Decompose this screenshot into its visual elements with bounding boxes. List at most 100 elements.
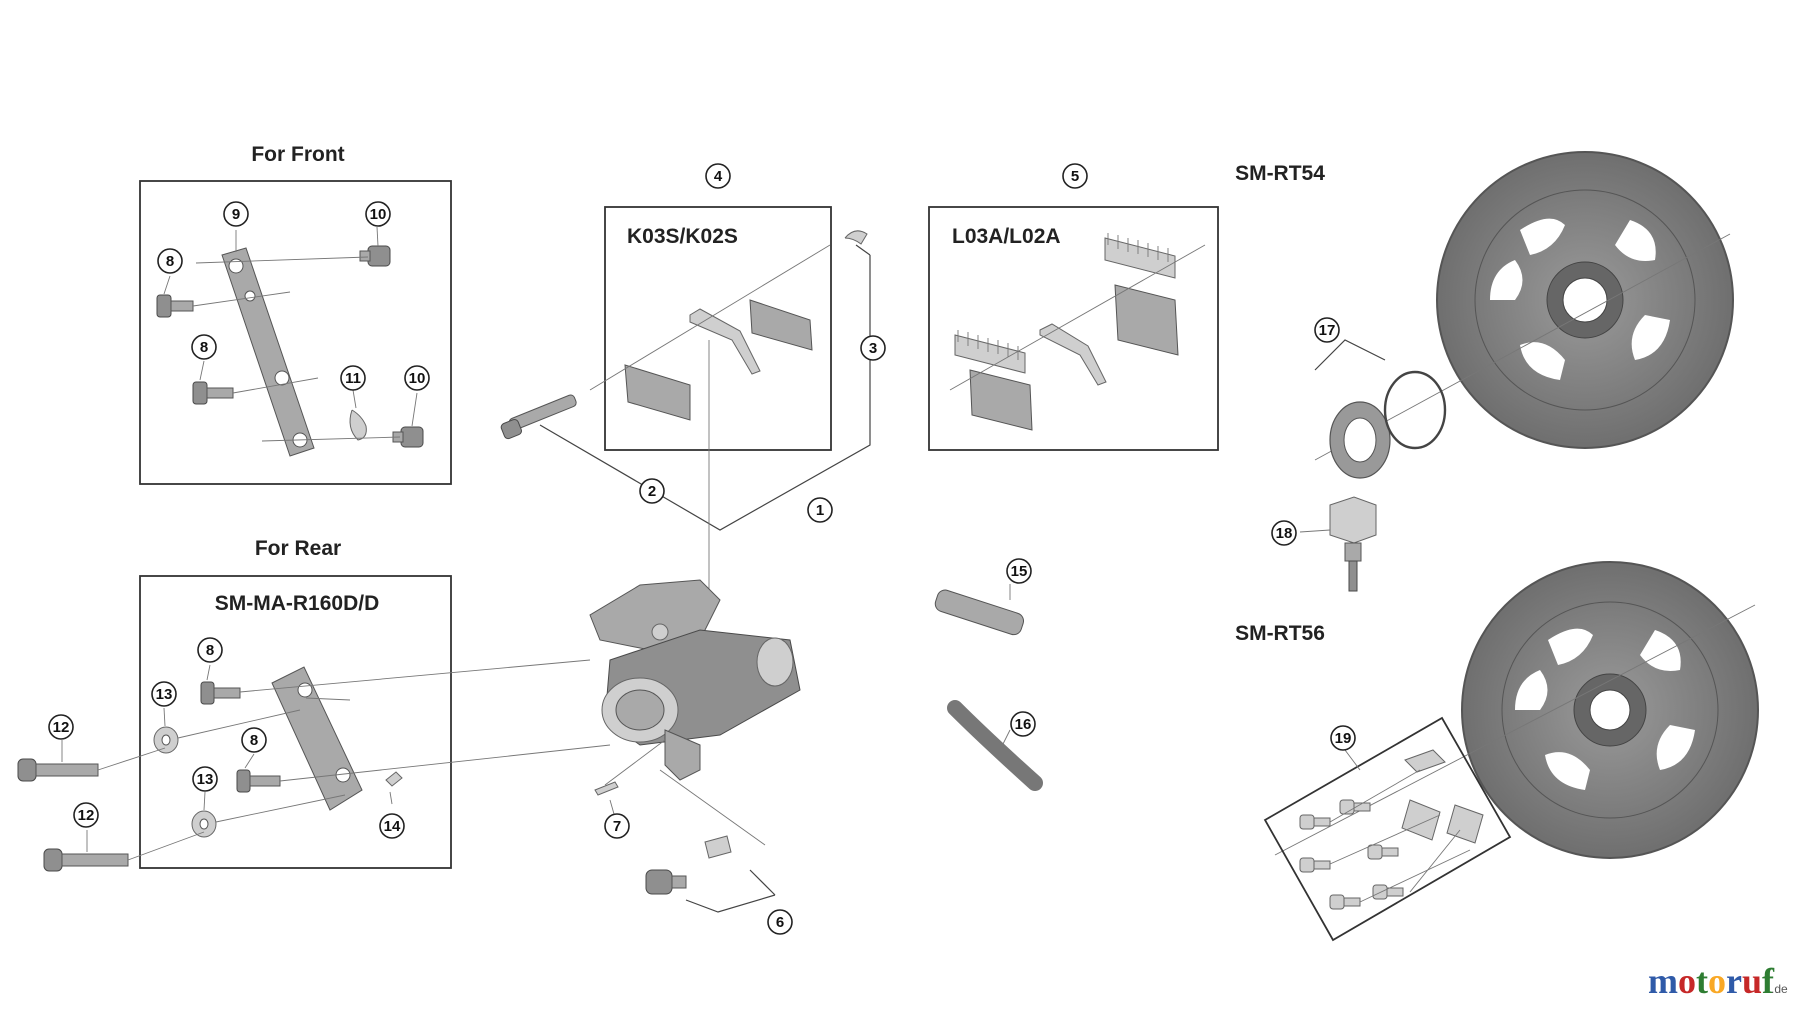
rear-adapter-plate	[271, 666, 363, 811]
svg-text:8: 8	[166, 253, 174, 270]
adapter-model-label: SM-MA-R160D/D	[215, 592, 380, 615]
svg-text:6: 6	[776, 914, 784, 931]
callout-13b: 13	[192, 766, 218, 792]
callout-8a: 8	[157, 248, 183, 274]
callout-17: 17	[1314, 317, 1340, 343]
resin-pad-spring	[689, 308, 761, 375]
svg-text:12: 12	[78, 807, 95, 824]
callout-16: 16	[1010, 711, 1036, 737]
resin-pad-right	[749, 299, 813, 351]
callout-2: 2	[639, 478, 665, 504]
rear-bolt-lower	[236, 769, 281, 793]
svg-text:9: 9	[232, 206, 240, 223]
svg-text:10: 10	[409, 370, 426, 387]
svg-text:1: 1	[816, 502, 824, 519]
callout-6: 6	[767, 909, 793, 935]
callout-8b: 8	[191, 334, 217, 360]
for-rear-label: For Rear	[255, 537, 341, 560]
svg-text:3: 3	[869, 340, 877, 357]
rotor-sm-rt54: SM-RT54	[1235, 151, 1734, 461]
callout-3: 3	[860, 335, 886, 361]
rear-adapter-box	[139, 575, 452, 869]
callout-8d: 8	[241, 727, 267, 753]
svg-text:5: 5	[1071, 168, 1079, 185]
svg-text:16: 16	[1015, 716, 1032, 733]
svg-text:motoruf: motoruf	[1648, 961, 1775, 1001]
resin-pads-box	[604, 206, 832, 451]
callout-markers: 1 2 3 4 5 6 7 8 8 8 8 9 10 10 11 12 12 1…	[48, 163, 1356, 935]
svg-text:7: 7	[613, 818, 621, 835]
rear-small-clip	[385, 771, 403, 787]
svg-text:19: 19	[1335, 730, 1352, 747]
metal-pad-left	[954, 330, 1033, 431]
callout-9: 9	[223, 201, 249, 227]
metal-pad-right	[1104, 233, 1179, 356]
long-bolt-lower	[43, 830, 205, 872]
svg-text:11: 11	[345, 370, 361, 387]
rotor-bolt-kit	[1263, 716, 1512, 942]
metal-pads-box	[928, 206, 1219, 451]
pad-pin-assembly	[500, 230, 871, 590]
for-front-label: For Front	[251, 143, 344, 166]
rotor-sm-rt56: SM-RT56	[1235, 561, 1759, 859]
callout-12a: 12	[48, 714, 74, 740]
bleed-nipple-line	[604, 739, 666, 786]
svg-text:10: 10	[370, 206, 387, 223]
front-bolt-lower	[192, 381, 234, 405]
svg-text:15: 15	[1011, 563, 1028, 580]
front-adapter-box	[139, 180, 452, 485]
svg-text:8: 8	[200, 339, 208, 356]
callout-11: 11	[340, 365, 366, 391]
callout-18: 18	[1271, 520, 1297, 546]
svg-text:8: 8	[250, 732, 258, 749]
hose-cover	[947, 700, 1043, 791]
front-adapter-plate	[221, 247, 315, 457]
hose-connector	[934, 584, 1025, 636]
bleed-nipple	[594, 781, 619, 796]
svg-text:4: 4	[714, 168, 723, 185]
metal-pads-group: L03A/L02A	[928, 206, 1219, 451]
front-bolt-upper	[156, 294, 194, 318]
motoruf-watermark: motoruf .de	[1648, 961, 1788, 1001]
callout-10a: 10	[365, 201, 391, 227]
svg-text:12: 12	[53, 719, 70, 736]
resin-pads-label: K03S/K02S	[627, 225, 738, 248]
svg-text:13: 13	[197, 771, 214, 788]
callout-19: 19	[1330, 725, 1356, 751]
metal-pad-spring	[1039, 323, 1107, 386]
callout-14: 14	[379, 813, 405, 839]
callout-5: 5	[1062, 163, 1088, 189]
front-retaining-clip	[349, 409, 367, 441]
resin-pad-left	[624, 364, 691, 421]
front-adapter-group: For Front	[139, 143, 452, 485]
watermark-suffix: .de	[1771, 982, 1788, 996]
svg-text:2: 2	[648, 483, 656, 500]
callout-15: 15	[1006, 558, 1032, 584]
rotor-bottom-label: SM-RT56	[1235, 622, 1325, 645]
callout-12b: 12	[73, 802, 99, 828]
rear-bolt-upper	[200, 681, 241, 705]
svg-text:8: 8	[206, 642, 214, 659]
callout-1: 1	[807, 497, 833, 523]
rotor-top-label: SM-RT54	[1235, 162, 1325, 185]
svg-text:18: 18	[1276, 525, 1293, 542]
rear-adapter-group: For Rear SM-MA-R160D/D	[139, 537, 611, 869]
resin-pads-group: K03S/K02S	[589, 206, 832, 451]
metal-pads-label: L03A/L02A	[952, 225, 1061, 248]
callout-7: 7	[604, 813, 630, 839]
split-pin	[844, 230, 868, 245]
rotor-lockring	[1314, 339, 1447, 479]
svg-text:13: 13	[156, 686, 173, 703]
svg-text:14: 14	[384, 818, 401, 835]
front-nut-upper	[359, 245, 391, 267]
lockring-tool	[1299, 496, 1377, 592]
brake-caliper	[589, 579, 801, 781]
svg-text:17: 17	[1319, 322, 1336, 339]
callout-4: 4	[705, 163, 731, 189]
callout-8c: 8	[197, 637, 223, 663]
bleed-screw-set	[645, 769, 776, 913]
long-bolt-upper	[17, 740, 166, 782]
callout-10b: 10	[404, 365, 430, 391]
callout-13a: 13	[151, 681, 177, 707]
